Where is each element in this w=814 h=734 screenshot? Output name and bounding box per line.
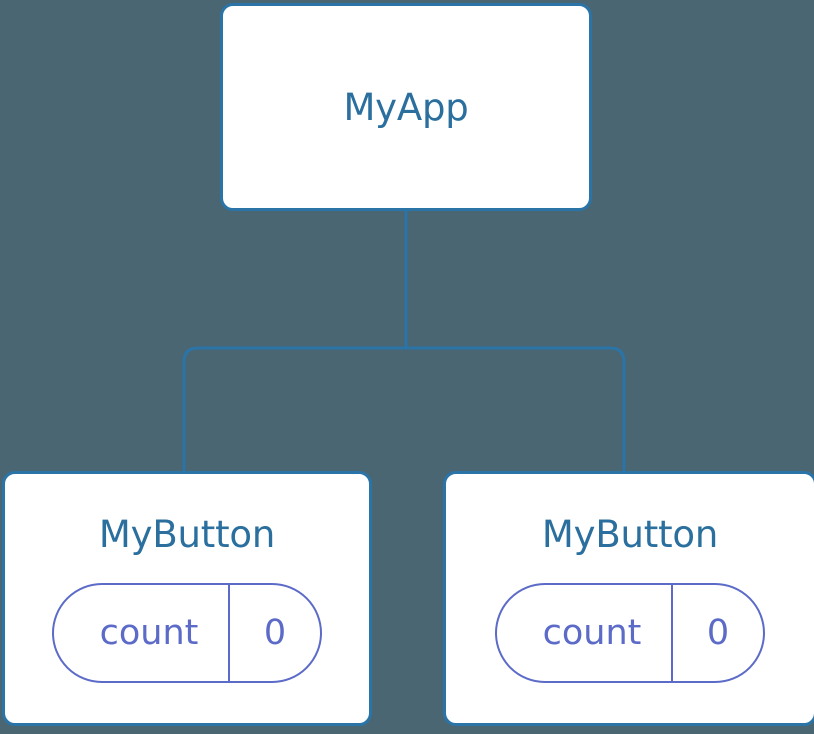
- tree-node-mybutton-0[interactable]: MyButton count 0: [2, 471, 372, 726]
- node-label: MyButton: [98, 513, 276, 556]
- state-key: count: [99, 612, 199, 653]
- state-value: 0: [671, 585, 763, 681]
- tree-node-myapp[interactable]: MyApp: [220, 3, 592, 211]
- node-label: MyApp: [343, 85, 469, 129]
- state-key: count: [542, 612, 642, 653]
- state-pill[interactable]: count 0: [52, 583, 322, 683]
- node-label: MyButton: [541, 513, 719, 556]
- edge-root-to-child-1: [406, 346, 626, 474]
- edge-root-to-child-0: [182, 346, 406, 474]
- tree-node-mybutton-1[interactable]: MyButton count 0: [443, 471, 814, 726]
- state-pill[interactable]: count 0: [495, 583, 765, 683]
- state-value: 0: [228, 585, 320, 681]
